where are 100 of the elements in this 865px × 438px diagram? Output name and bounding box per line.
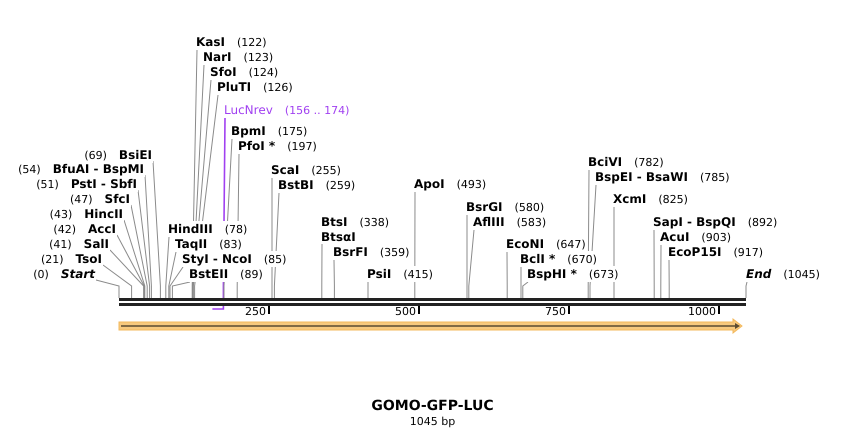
enzyme-name: BstEII [189,267,228,281]
site-position: (21) [40,253,64,266]
leader-line [654,230,655,298]
enzyme-name: BsrGI [466,200,503,214]
leader-line [321,244,322,298]
site-position: (259) [326,179,356,192]
sequence-map-bar [119,298,746,306]
site-position: (43) [50,208,72,221]
enzyme-name: HincII [84,207,123,221]
enzyme-name: PstI - SbfI [70,177,137,191]
scale-label: 250 [245,305,266,318]
site-position: (83) [219,238,242,251]
enzyme-name: SfoI [210,65,237,79]
enzyme-name: EcoP15I [668,245,722,259]
leader-line [138,190,150,298]
site-position: (583) [516,216,546,229]
site-position: (673) [588,268,618,281]
leader-line [746,282,748,298]
enzyme-name: BclI * [520,252,556,266]
enzyme-name: AflIII [473,215,505,229]
leader-line [334,260,335,298]
enzyme-name: AcuI [660,230,690,244]
leader-line [506,252,508,298]
enzyme-name: BspHI * [527,267,577,281]
enzyme-name: PluTI [217,80,252,94]
site-position: (42) [53,223,76,236]
enzyme-name: NarI [203,50,232,64]
map-title: GOMO-GFP-LUC [371,398,494,414]
enzyme-name: PsiI [367,267,392,281]
leader-line [144,174,152,298]
leader-line [520,266,522,298]
leader-line [522,282,528,298]
end-marker-name: Start [60,267,95,281]
site-position: (51) [36,178,59,191]
site-position: (785) [700,171,730,184]
enzyme-name: BtsαI [321,230,357,244]
site-position: (903) [701,231,732,244]
site-position: (122) [237,36,267,49]
leader-line [130,204,148,298]
enzyme-name: PfoI * [238,139,276,153]
enzyme-name: SfcI [104,192,130,206]
enzyme-name: BfuAI - BspMI [52,162,144,176]
site-position: (255) [311,164,341,177]
enzyme-name: AccI [88,222,116,236]
enzyme-name: BpmI [231,124,266,138]
site-position: (54) [18,163,41,176]
site-position: (782) [634,156,664,169]
leader-line [170,266,184,298]
enzyme-name: BstBI [278,178,314,192]
leader-line [116,234,145,298]
scale-label: 750 [545,305,566,318]
enzyme-name: TaqII [175,237,208,251]
enzyme-name: SapI - BspQI [653,215,736,229]
site-position: (415) [403,268,433,281]
leader-line [172,282,190,298]
site-position: (917) [734,246,764,259]
leader-line [168,252,176,298]
enzyme-name: BciVI [588,155,622,169]
enzyme-name: StyI - NcoI [182,252,252,266]
leader-line [102,264,132,298]
site-position: (670) [567,253,597,266]
sequence-length: 1045 bp [410,415,456,428]
leader-line [668,260,670,298]
leader-line [110,250,144,298]
enzyme-name: ScaI [271,163,300,177]
leader-line [152,160,161,298]
site-position: (359) [380,246,410,259]
site-position: (892) [748,216,778,229]
site-position: (126) [263,81,293,94]
site-position: (0) [33,268,49,281]
primer-name: LucNrev [224,103,273,117]
leader-line [165,236,170,298]
site-position: (175) [278,125,308,138]
site-position: (47) [70,193,93,206]
enzyme-name: BsiEI [118,148,152,162]
site-position: (580) [514,201,544,214]
enzyme-name: XcmI [613,192,646,206]
primer-range: (156 .. 174) [284,104,350,117]
enzyme-name: BtsI [321,215,348,229]
site-position: (825) [658,193,688,206]
enzyme-name: TsoI [76,252,102,266]
site-position: (69) [84,149,107,162]
site-position: (89) [240,268,263,281]
enzyme-name: KasI [196,35,226,49]
leader-line [466,214,468,298]
enzyme-name: BspEI - BsaWI [595,170,688,184]
site-position: (197) [287,140,317,153]
enzyme-name: EcoNI [506,237,544,251]
site-position: (85) [264,253,286,266]
site-position: (493) [456,178,486,191]
enzyme-name: ApoI [414,177,445,191]
leader-line [468,230,474,298]
enzyme-name: HindIII [168,222,213,236]
scale-label: 1000 [688,305,716,318]
enzyme-name: SalI [84,237,109,251]
leader-line [660,244,662,298]
site-position: (1045) [783,268,820,281]
site-position: (647) [556,238,586,251]
leader-line [124,220,146,298]
site-position: (124) [248,66,278,79]
